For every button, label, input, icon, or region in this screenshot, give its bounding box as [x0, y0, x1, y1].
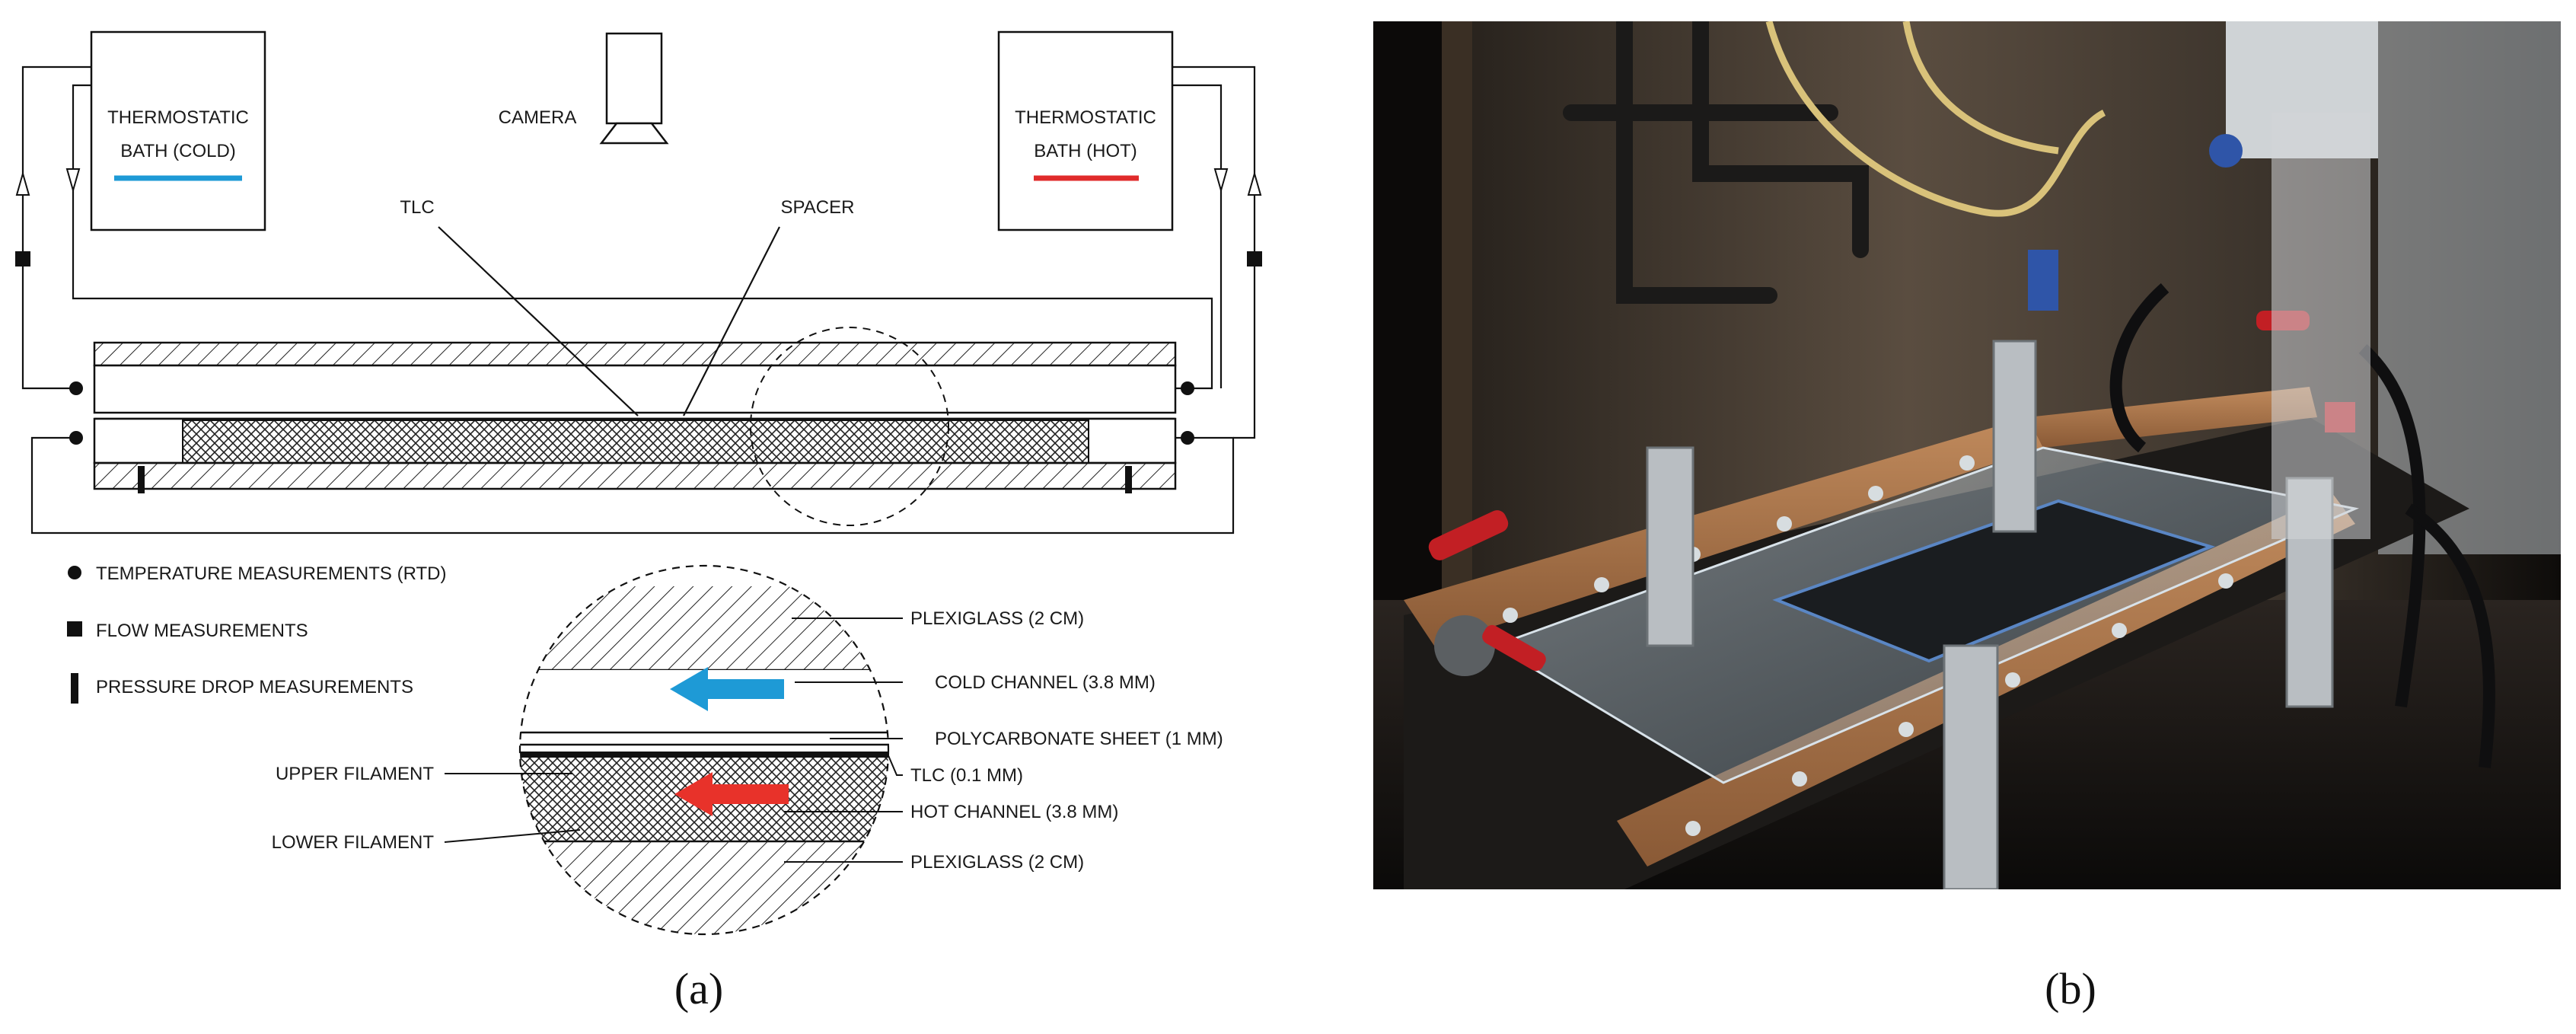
label-polycarbonate: POLYCARBONATE SHEET (1 MM) [935, 729, 1223, 749]
label-lower-filament: LOWER FILAMENT [272, 832, 435, 853]
camera-label: CAMERA [499, 107, 577, 128]
legend: TEMPERATURE MEASUREMENTS (RTD) FLOW MEAS… [67, 563, 446, 704]
thermostatic-bath-cold: THERMOSTATIC BATH (COLD) [90, 30, 266, 231]
caption-a: (a) [674, 964, 723, 1013]
temperature-legend-icon [68, 566, 81, 579]
pressure-tap-right [1125, 466, 1132, 493]
bath-cold-line1: THERMOSTATIC [107, 107, 249, 128]
detail-magnified-view [444, 564, 903, 936]
spacer-label: SPACER [781, 197, 855, 218]
flow-direction-arrows [15, 168, 1262, 196]
bath-cold-line2: BATH (COLD) [120, 141, 236, 161]
panel-b-photograph: (b) [1373, 21, 2561, 1013]
legend-pressure: PRESSURE DROP MEASUREMENTS [96, 677, 413, 697]
bath-hot-line2: BATH (HOT) [1034, 141, 1137, 161]
lab-setup-photo [1373, 21, 2561, 889]
label-tlc: TLC (0.1 MM) [910, 765, 1023, 786]
legend-flow: FLOW MEASUREMENTS [96, 621, 308, 641]
thermostatic-bath-hot: THERMOSTATIC BATH (HOT) [997, 30, 1174, 231]
spacer-leader [683, 226, 780, 416]
bath-hot-line1: THERMOSTATIC [1015, 107, 1156, 128]
flow-meter-hot [1247, 251, 1262, 266]
test-section [93, 341, 1177, 493]
temperature-points [69, 381, 1194, 445]
flow-legend-icon [67, 621, 82, 637]
label-upper-filament: UPPER FILAMENT [276, 764, 434, 784]
panel-a-schematic: THERMOSTATIC BATH (COLD) CAMERA THERMOST… [15, 30, 1262, 1013]
legend-temperature: TEMPERATURE MEASUREMENTS (RTD) [96, 563, 446, 584]
zoom-circle [750, 327, 949, 526]
hot-arrow-shape [674, 772, 789, 816]
label-plexiglass-top: PLEXIGLASS (2 CM) [910, 608, 1084, 629]
caption-b: (b) [2045, 964, 2096, 1013]
pressure-tap-left [138, 466, 145, 493]
camera-icon [599, 32, 669, 145]
tlc-leader [438, 226, 639, 416]
label-plexiglass-bottom: PLEXIGLASS (2 CM) [910, 852, 1084, 873]
pressure-legend-icon [71, 673, 78, 704]
tlc-label: TLC [400, 197, 434, 218]
flow-meter-cold [15, 251, 30, 266]
label-cold-channel: COLD CHANNEL (3.8 MM) [935, 672, 1156, 693]
cold-arrow-shape [670, 667, 784, 711]
label-hot-channel: HOT CHANNEL (3.8 MM) [910, 802, 1118, 822]
